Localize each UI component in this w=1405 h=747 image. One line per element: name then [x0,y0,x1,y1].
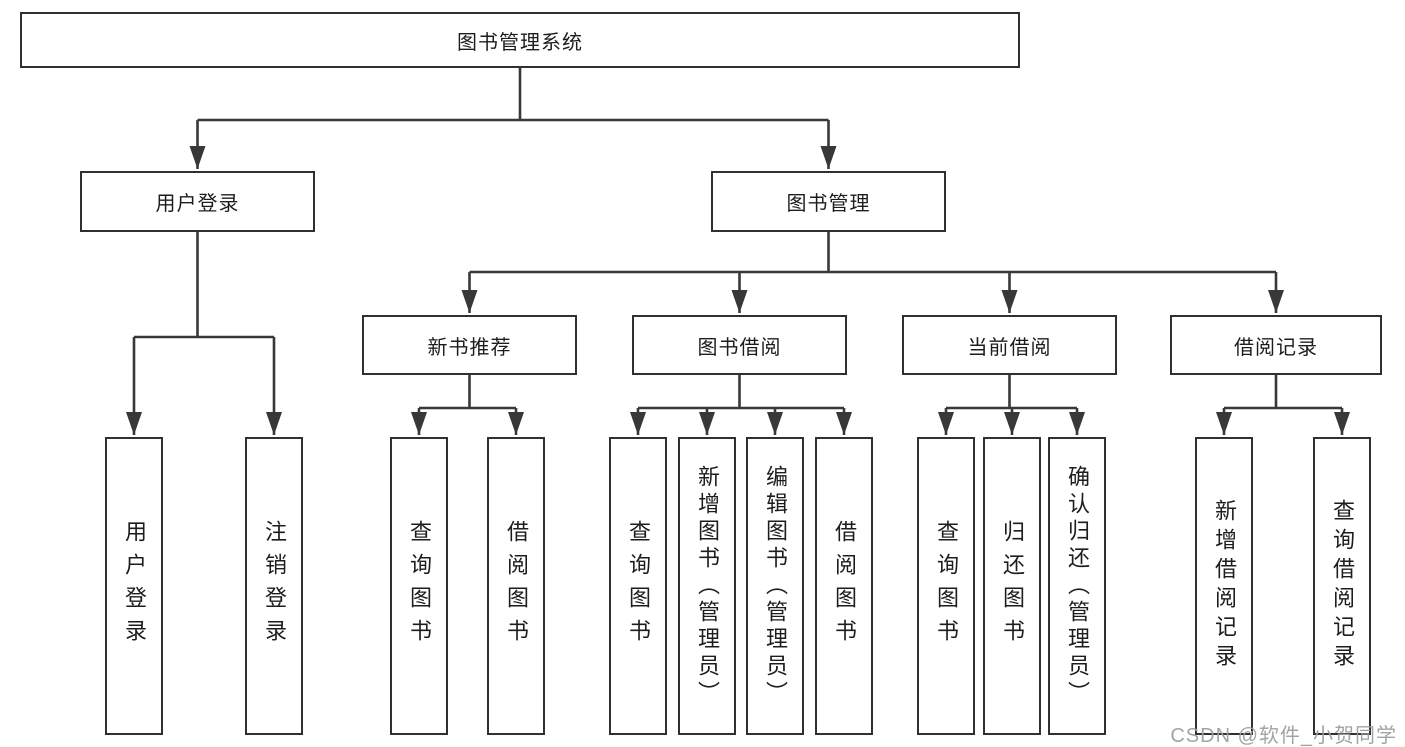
node-label: 用户登录 [122,520,147,652]
node-label: 图书管理 [786,193,871,215]
node-label: 借阅记录 [1234,336,1318,359]
node-leaf-query-borrow-record: 查询借阅记录 [1313,437,1371,735]
node-label: 借阅图书 [504,520,529,652]
node-borrowing-records: 借阅记录 [1170,315,1382,375]
node-new-book-recommend: 新书推荐 [362,315,577,375]
connector-group [126,67,1350,435]
node-label: 查询借阅记录 [1330,499,1355,673]
csdn-watermark: CSDN @软件_小贺同学 [1170,725,1397,747]
node-label: 查询图书 [626,520,651,652]
node-label: 新增图书（管理员） [695,464,720,708]
node-leaf-add-borrow-record: 新增借阅记录 [1195,437,1253,735]
node-leaf-logout: 注销登录 [245,437,303,735]
node-label: 归还图书 [1000,520,1025,652]
node-leaf-borrow-books-2: 借阅图书 [815,437,873,735]
node-user-login: 用户登录 [80,171,315,232]
node-label: 查询图书 [407,520,432,652]
node-label: 注销登录 [262,520,287,652]
node-leaf-borrow-books-1: 借阅图书 [487,437,545,735]
node-label: 借阅图书 [832,520,857,652]
node-library-management-system: 图书管理系统 [20,12,1020,68]
node-label: 查询图书 [934,520,959,652]
node-current-borrowing: 当前借阅 [902,315,1117,375]
node-label: 编辑图书（管理员） [763,464,788,708]
node-label: 当前借阅 [967,336,1052,359]
node-label: 用户登录 [155,193,240,215]
node-label: 新增借阅记录 [1212,499,1237,673]
node-label: 新书推荐 [427,336,512,359]
node-leaf-add-books-admin: 新增图书（管理员） [678,437,736,735]
node-book-management: 图书管理 [711,171,946,232]
node-label: 图书借阅 [697,336,782,359]
node-book-borrowing: 图书借阅 [632,315,847,375]
node-leaf-edit-books-admin: 编辑图书（管理员） [746,437,804,735]
node-label: 确认归还（管理员） [1065,464,1090,708]
node-leaf-user-login: 用户登录 [105,437,163,735]
node-leaf-query-books-2: 查询图书 [609,437,667,735]
node-leaf-return-books: 归还图书 [983,437,1041,735]
node-leaf-confirm-return-admin: 确认归还（管理员） [1048,437,1106,735]
node-leaf-query-books-3: 查询图书 [917,437,975,735]
node-label: 图书管理系统 [457,31,583,54]
node-leaf-query-books-1: 查询图书 [390,437,448,735]
